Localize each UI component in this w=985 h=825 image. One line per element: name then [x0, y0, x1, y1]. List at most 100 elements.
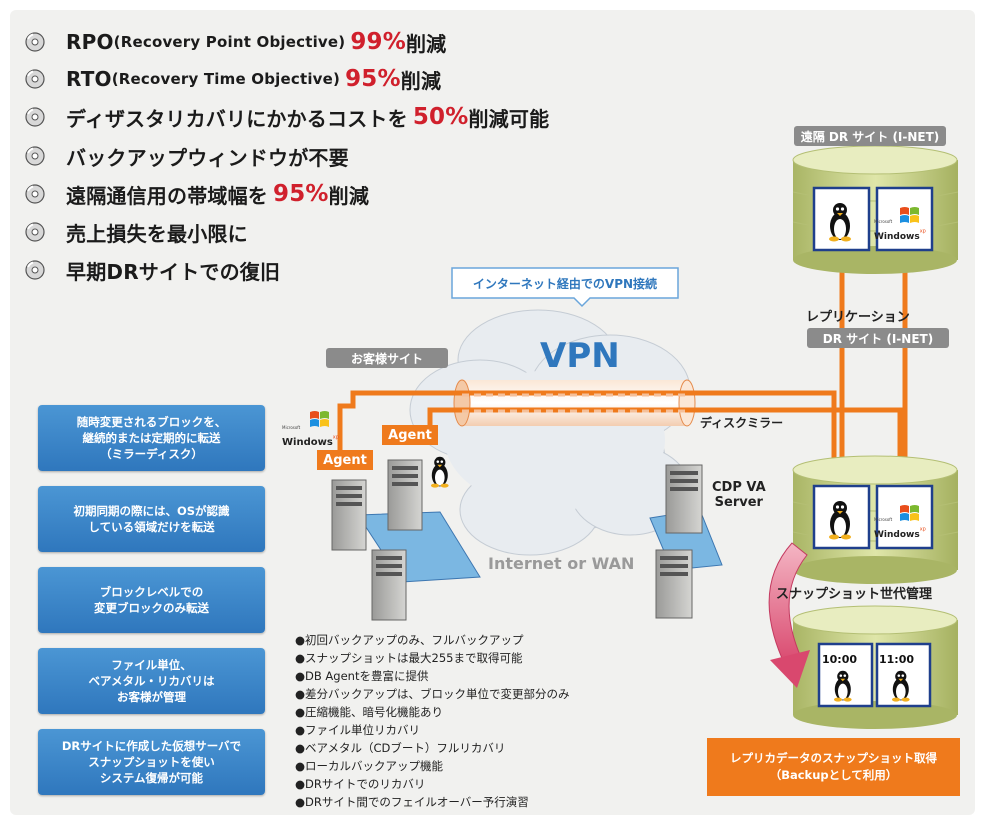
- cdp-va-server: [649, 464, 723, 619]
- linux-penguin-icon: [431, 203, 910, 702]
- agent-badge: Agent: [382, 425, 438, 445]
- bullet-highlight: 95%: [273, 181, 329, 207]
- dr-site-label: DR サイト (I-NET): [807, 328, 949, 348]
- agent-badge: Agent: [317, 450, 373, 470]
- feature-item: ●DRサイトでのリカバリ: [295, 777, 426, 791]
- feature-item: ●初回バックアップのみ、フルバックアップ: [295, 633, 524, 647]
- bullet-highlight: 95%: [345, 66, 401, 92]
- disc-bullet-icon: [25, 69, 45, 89]
- bullet-prefix: RTO: [66, 67, 112, 91]
- bullet-early-recovery: 早期DRサイトでの復旧: [24, 255, 280, 285]
- side-box-line: 変更ブロックのみ転送: [94, 601, 209, 615]
- windows-small: Microsoft: [874, 219, 893, 224]
- bullet-highlight: 99%: [350, 29, 406, 55]
- bullet-rto: RTO (Recovery Time Objective) 95%削減: [24, 64, 441, 94]
- side-box-block-level: ブロックレベルでの変更ブロックのみ転送: [38, 567, 265, 633]
- snapshot-box-line2: （Backupとして利用）: [769, 768, 898, 782]
- bullet-prefix: 遠隔通信用の帯域幅を: [66, 183, 268, 208]
- replication-label: レプリケーション: [806, 310, 910, 325]
- feature-list: ●初回バックアップのみ、フルバックアップ ●スナップショットは最大255まで取得…: [295, 631, 570, 811]
- side-box-line: DRサイトに作成した仮想サーバで: [61, 739, 242, 753]
- bullet-highlight: 50%: [412, 104, 469, 130]
- snapshot-arrowhead-icon: [770, 650, 810, 688]
- bullet-prefix: RPO: [66, 30, 114, 54]
- feature-item: ●スナップショットは最大255まで取得可能: [295, 651, 523, 665]
- internet-wan-label: Internet or WAN: [488, 554, 635, 573]
- feature-item: ●差分バックアップは、ブロック単位で変更部分のみ: [295, 687, 570, 701]
- customer-site-label: お客様サイト: [326, 348, 448, 368]
- remote-dr-label: 遠隔 DR サイト (I-NET): [794, 126, 946, 146]
- windows-xp: xp: [919, 228, 926, 235]
- diagram-graphics: [310, 145, 959, 729]
- customer-site-label-text: お客様サイト: [350, 351, 423, 366]
- windows-word: Windows: [874, 530, 920, 540]
- side-box-line: 継続的または定期的に転送: [82, 431, 221, 445]
- side-box-line: 随時変更されるブロックを、: [76, 415, 227, 429]
- vpn-pipe: [453, 379, 696, 427]
- windows-xp: xp: [919, 526, 926, 533]
- disc-bullet-icon: [25, 222, 45, 242]
- windows-flag-icon: [310, 207, 919, 521]
- disk-mirror-label: ディスクミラー: [700, 416, 784, 430]
- bullet-suffix: 削減: [405, 31, 447, 56]
- windows-xp: xp: [332, 434, 339, 441]
- snapshot-mgmt-label: スナップショット世代管理: [776, 587, 933, 602]
- side-box-line: ブロックレベルでの: [99, 585, 204, 599]
- side-box-virtual-server: DRサイトに作成した仮想サーバでスナップショットを使いシステム復帰が可能: [38, 729, 265, 795]
- side-box-line: スナップショットを使い: [88, 755, 215, 769]
- snapshot-time-1: 10:00: [822, 653, 858, 666]
- side-box-line: ベアメタル・リカバリは: [88, 674, 215, 688]
- cdp-line2: Server: [714, 495, 763, 510]
- bullet-sub: (Recovery Point Objective): [113, 33, 346, 51]
- feature-item: ●DB Agentを豊富に提供: [295, 669, 429, 683]
- windows-word: Windows: [282, 437, 333, 448]
- disc-bullet-icon: [25, 107, 45, 127]
- feature-item: ●ローカルバックアップ機能: [295, 759, 444, 773]
- side-box-line: ファイル単位、: [111, 658, 192, 672]
- side-box-line: 初期同期の際には、OSが認識: [73, 504, 230, 518]
- side-box-initial-sync: 初期同期の際には、OSが認識している領域だけを転送: [38, 486, 265, 552]
- bullet-prefix: ディザスタリカバリにかかるコストを: [66, 106, 408, 131]
- vpn-callout-bubble: [451, 267, 679, 308]
- side-box-line: お客様が管理: [117, 690, 186, 704]
- bullet-prefix: 早期DRサイトでの復旧: [66, 259, 281, 284]
- dr-site-label-text: DR サイト (I-NET): [822, 331, 934, 346]
- side-box-file-recovery: ファイル単位、ベアメタル・リカバリはお客様が管理: [38, 648, 265, 714]
- customer-servers: [331, 459, 481, 621]
- bullet-suffix: 削減: [400, 68, 442, 93]
- feature-item: ●圧縮機能、暗号化機能あり: [295, 705, 444, 719]
- disc-bullet-icon: [25, 32, 45, 52]
- windows-xp-logo: Microsoft Windowsxp: [282, 425, 339, 449]
- windows-word: Windows: [874, 232, 920, 242]
- feature-item: ●ファイル単位リカバリ: [295, 723, 421, 737]
- cdp-line1: CDP VA: [712, 480, 766, 495]
- disc-bullet-icon: [25, 260, 45, 280]
- bullet-prefix: 売上損失を最小限に: [66, 221, 248, 246]
- bullet-suffix: 削減: [328, 183, 370, 208]
- side-box-line: している領域だけを転送: [88, 520, 215, 534]
- windows-xp-logo: Microsoft Windowsxp: [874, 219, 926, 243]
- bullet-sub: (Recovery Time Objective): [111, 70, 341, 88]
- diagram-canvas: RPO (Recovery Point Objective) 99%削減 RTO…: [10, 10, 975, 815]
- windows-xp-logo: Microsoft Windowsxp: [874, 517, 926, 541]
- feature-item: ●ベアメタル（CDブート）フルリカバリ: [295, 741, 506, 755]
- snapshot-time-2: 11:00: [879, 653, 915, 666]
- disc-bullet-icon: [25, 146, 45, 166]
- bullet-suffix: 削減可能: [468, 106, 550, 131]
- side-box-line: （ミラーディスク）: [100, 447, 203, 461]
- side-box-line: システム復帰が可能: [99, 771, 204, 785]
- windows-small: Microsoft: [874, 517, 893, 522]
- vpn-callout-text: インターネット経由でのVPN接続: [472, 276, 658, 291]
- windows-small: Microsoft: [282, 425, 301, 430]
- bullet-sales-loss: 売上損失を最小限に: [24, 217, 248, 247]
- bullet-backup-window: バックアップウィンドウが不要: [24, 141, 349, 171]
- disc-bullet-icon: [25, 184, 45, 204]
- remote-dr-label-text: 遠隔 DR サイト (I-NET): [800, 129, 940, 144]
- bullet-prefix: バックアップウィンドウが不要: [66, 145, 349, 170]
- vpn-label: VPN: [540, 336, 620, 376]
- side-box-mirror: 随時変更されるブロックを、継続的または定期的に転送 （ミラーディスク）: [38, 405, 265, 471]
- snapshot-info-box: レプリカデータのスナップショット取得 （Backupとして利用）: [707, 738, 960, 796]
- bullet-rpo: RPO (Recovery Point Objective) 99%削減: [24, 27, 446, 57]
